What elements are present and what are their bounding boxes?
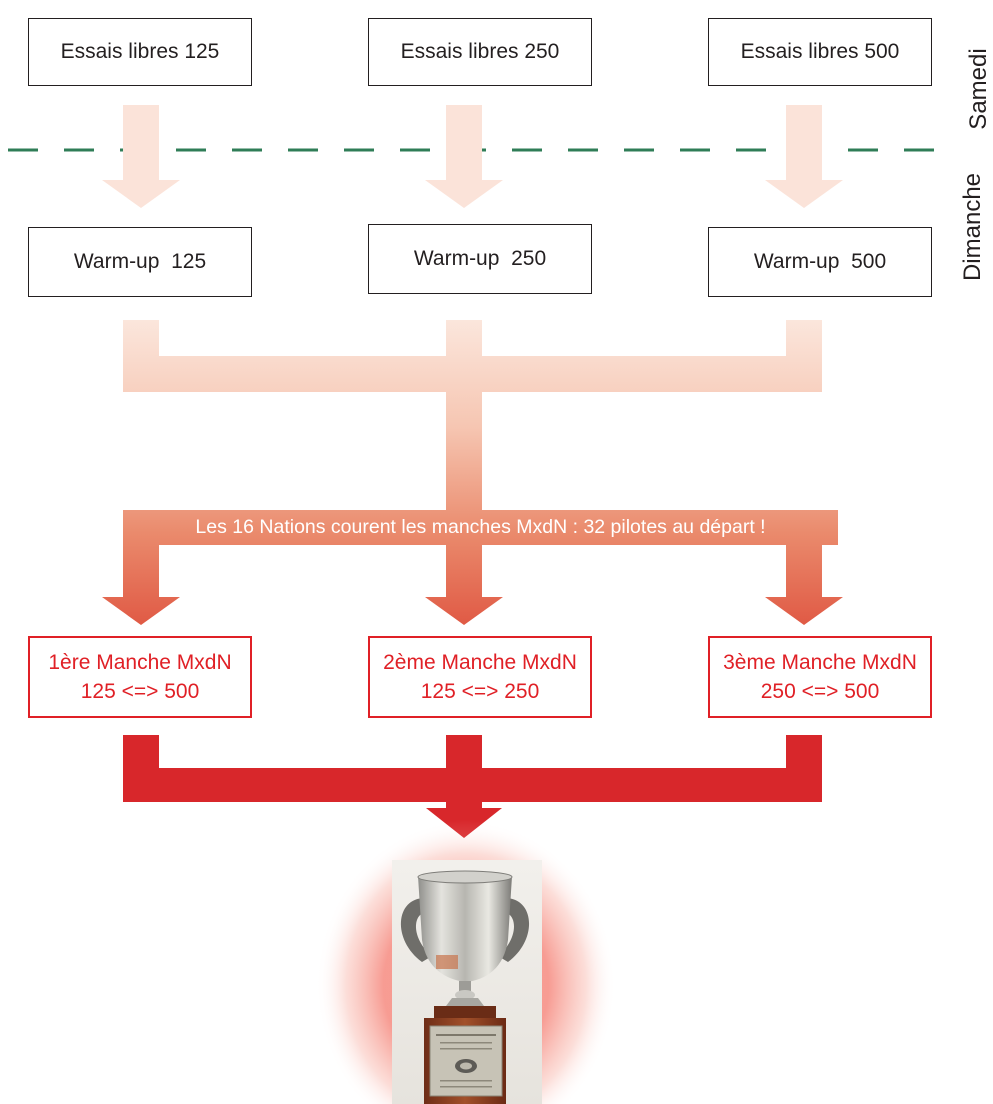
race-box-1: 1ère Manche MxdN 125 <=> 500	[28, 636, 252, 718]
nations-banner-text: Les 16 Nations courent les manches MxdN …	[123, 510, 838, 544]
arrow-practice-to-warmup-125	[102, 105, 180, 208]
practice-label-250: Essais libres 250	[400, 40, 560, 63]
warmup-label-125: Warm-up 125	[73, 250, 207, 273]
arrow-practice-to-warmup-250	[425, 105, 503, 208]
merge-split-flow	[102, 320, 843, 625]
merge-to-trophy-arrow	[123, 735, 822, 838]
arrow-practice-to-warmup-500	[765, 105, 843, 208]
practice-box-250: Essais libres 250	[368, 18, 592, 86]
race-title-1: 1ère Manche MxdN	[48, 651, 232, 674]
practice-label-500: Essais libres 500	[740, 40, 900, 63]
race-box-2: 2ème Manche MxdN 125 <=> 250	[368, 636, 592, 718]
race-classes-3: 250 <=> 500	[760, 680, 880, 703]
race-classes-2: 125 <=> 250	[420, 680, 540, 703]
trophy-photo	[392, 860, 542, 1104]
warmup-label-500: Warm-up 500	[753, 250, 887, 273]
banner-label: Les 16 Nations courent les manches MxdN …	[195, 515, 766, 538]
race-title-2: 2ème Manche MxdN	[383, 651, 577, 674]
practice-label-125: Essais libres 125	[60, 40, 220, 63]
day-label-dimanche: Dimanche	[959, 172, 986, 282]
race-box-3: 3ème Manche MxdN 250 <=> 500	[708, 636, 932, 718]
warmup-box-250: Warm-up 250	[368, 224, 592, 294]
warmup-label-250: Warm-up 250	[413, 247, 547, 270]
warmup-box-125: Warm-up 125	[28, 227, 252, 297]
race-classes-1: 125 <=> 500	[80, 680, 200, 703]
practice-box-125: Essais libres 125	[28, 18, 252, 86]
race-title-3: 3ème Manche MxdN	[723, 651, 917, 674]
day-label-samedi: Samedi	[965, 48, 992, 130]
warmup-box-500: Warm-up 500	[708, 227, 932, 297]
practice-box-500: Essais libres 500	[708, 18, 932, 86]
